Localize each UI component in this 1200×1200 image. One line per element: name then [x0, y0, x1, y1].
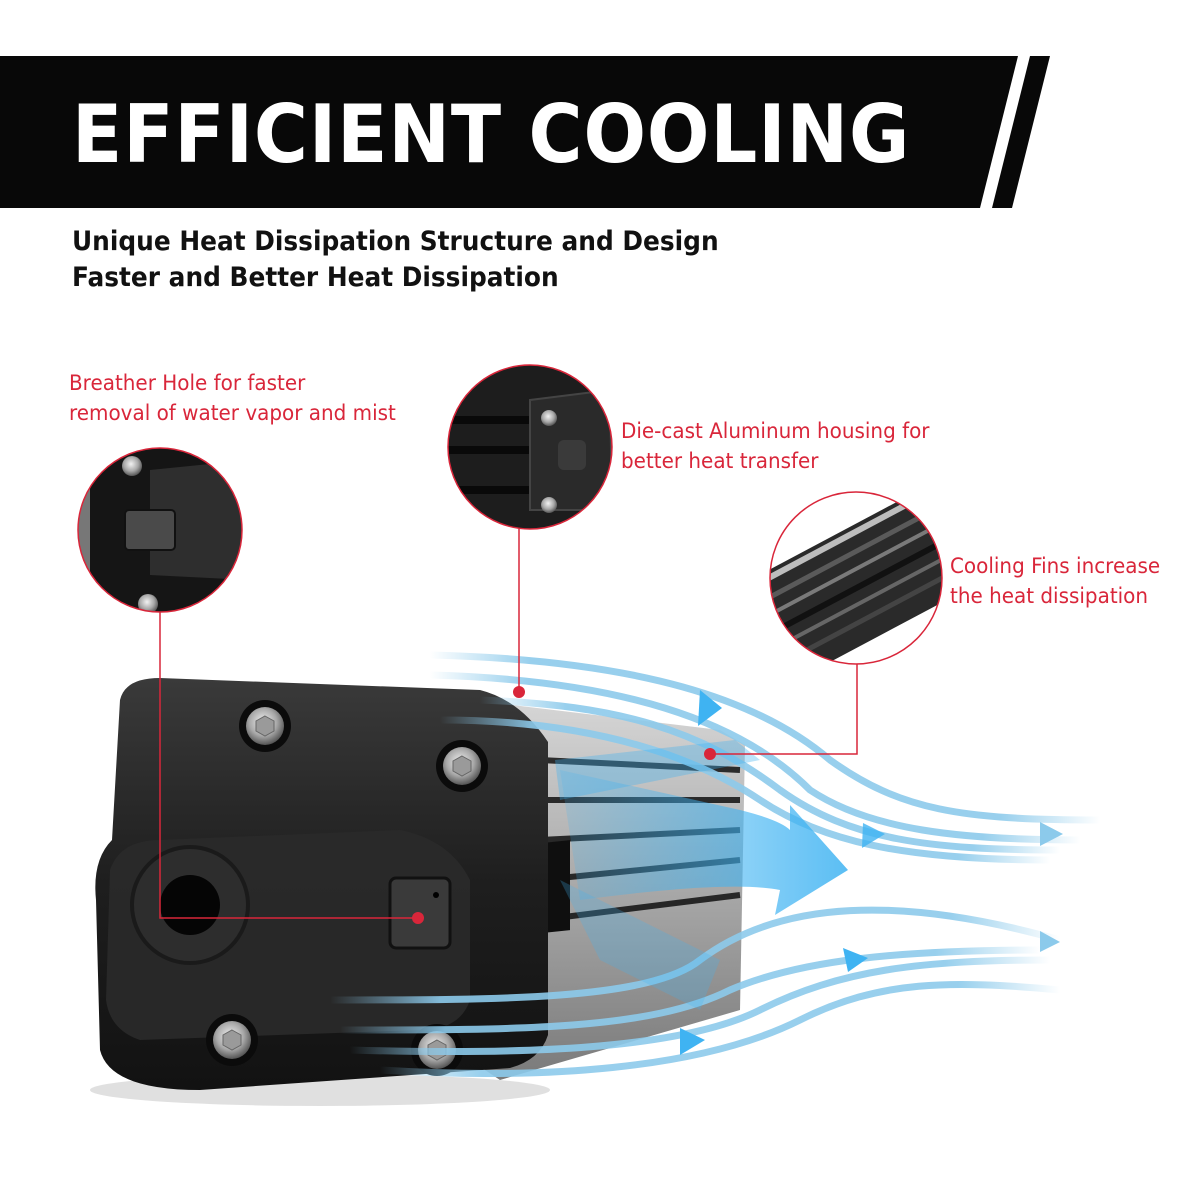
zoom-circle-housing — [447, 364, 613, 530]
banner-title: EFFICIENT COOLING — [72, 88, 911, 181]
aluminum-housing — [95, 678, 745, 1090]
header-banner: EFFICIENT COOLING — [0, 56, 1060, 208]
arrow-icon — [1040, 822, 1063, 846]
callout-breather-line-1: Breather Hole for faster — [69, 371, 306, 395]
subtitle-line-1: Unique Heat Dissipation Structure and De… — [72, 226, 719, 257]
main-airflow-arrow — [555, 740, 848, 1010]
callout-cooling-fins: Cooling Fins increase the heat dissipati… — [950, 551, 1160, 611]
callout-housing: Die-cast Aluminum housing for better hea… — [621, 416, 930, 476]
callout-housing-line-2: better heat transfer — [621, 449, 819, 473]
subtitle-line-2: Faster and Better Heat Dissipation — [72, 262, 559, 293]
airflow-arrows — [680, 690, 1063, 1055]
arrow-icon — [680, 1028, 705, 1055]
callout-dots — [412, 686, 716, 924]
callout-fins-line-1: Cooling Fins increase — [950, 554, 1161, 578]
banner-shape — [0, 56, 1050, 208]
bolt-icon — [239, 700, 291, 752]
zoom-circle-cooling-fins — [769, 491, 943, 665]
callout-leaders — [159, 529, 858, 919]
subtitle: Unique Heat Dissipation Structure and De… — [72, 224, 719, 296]
callout-breather-hole: Breather Hole for faster removal of wate… — [69, 368, 396, 428]
callout-fins-line-2: the heat dissipation — [950, 584, 1149, 608]
arrow-icon — [843, 948, 868, 972]
arrow-icon — [862, 823, 885, 848]
arrow-icon — [698, 690, 722, 726]
housing-dot — [513, 686, 525, 698]
arrow-icon — [1040, 931, 1060, 952]
callout-housing-line-1: Die-cast Aluminum housing for — [621, 419, 930, 443]
bolt-icon — [436, 740, 488, 792]
bolt-icon — [206, 1014, 258, 1066]
airflow-lines — [326, 651, 1104, 1077]
breather-dot — [412, 912, 424, 924]
zoom-circle-breather — [77, 447, 243, 613]
fins-dot — [704, 748, 716, 760]
callout-breather-line-2: removal of water vapor and mist — [69, 401, 396, 425]
